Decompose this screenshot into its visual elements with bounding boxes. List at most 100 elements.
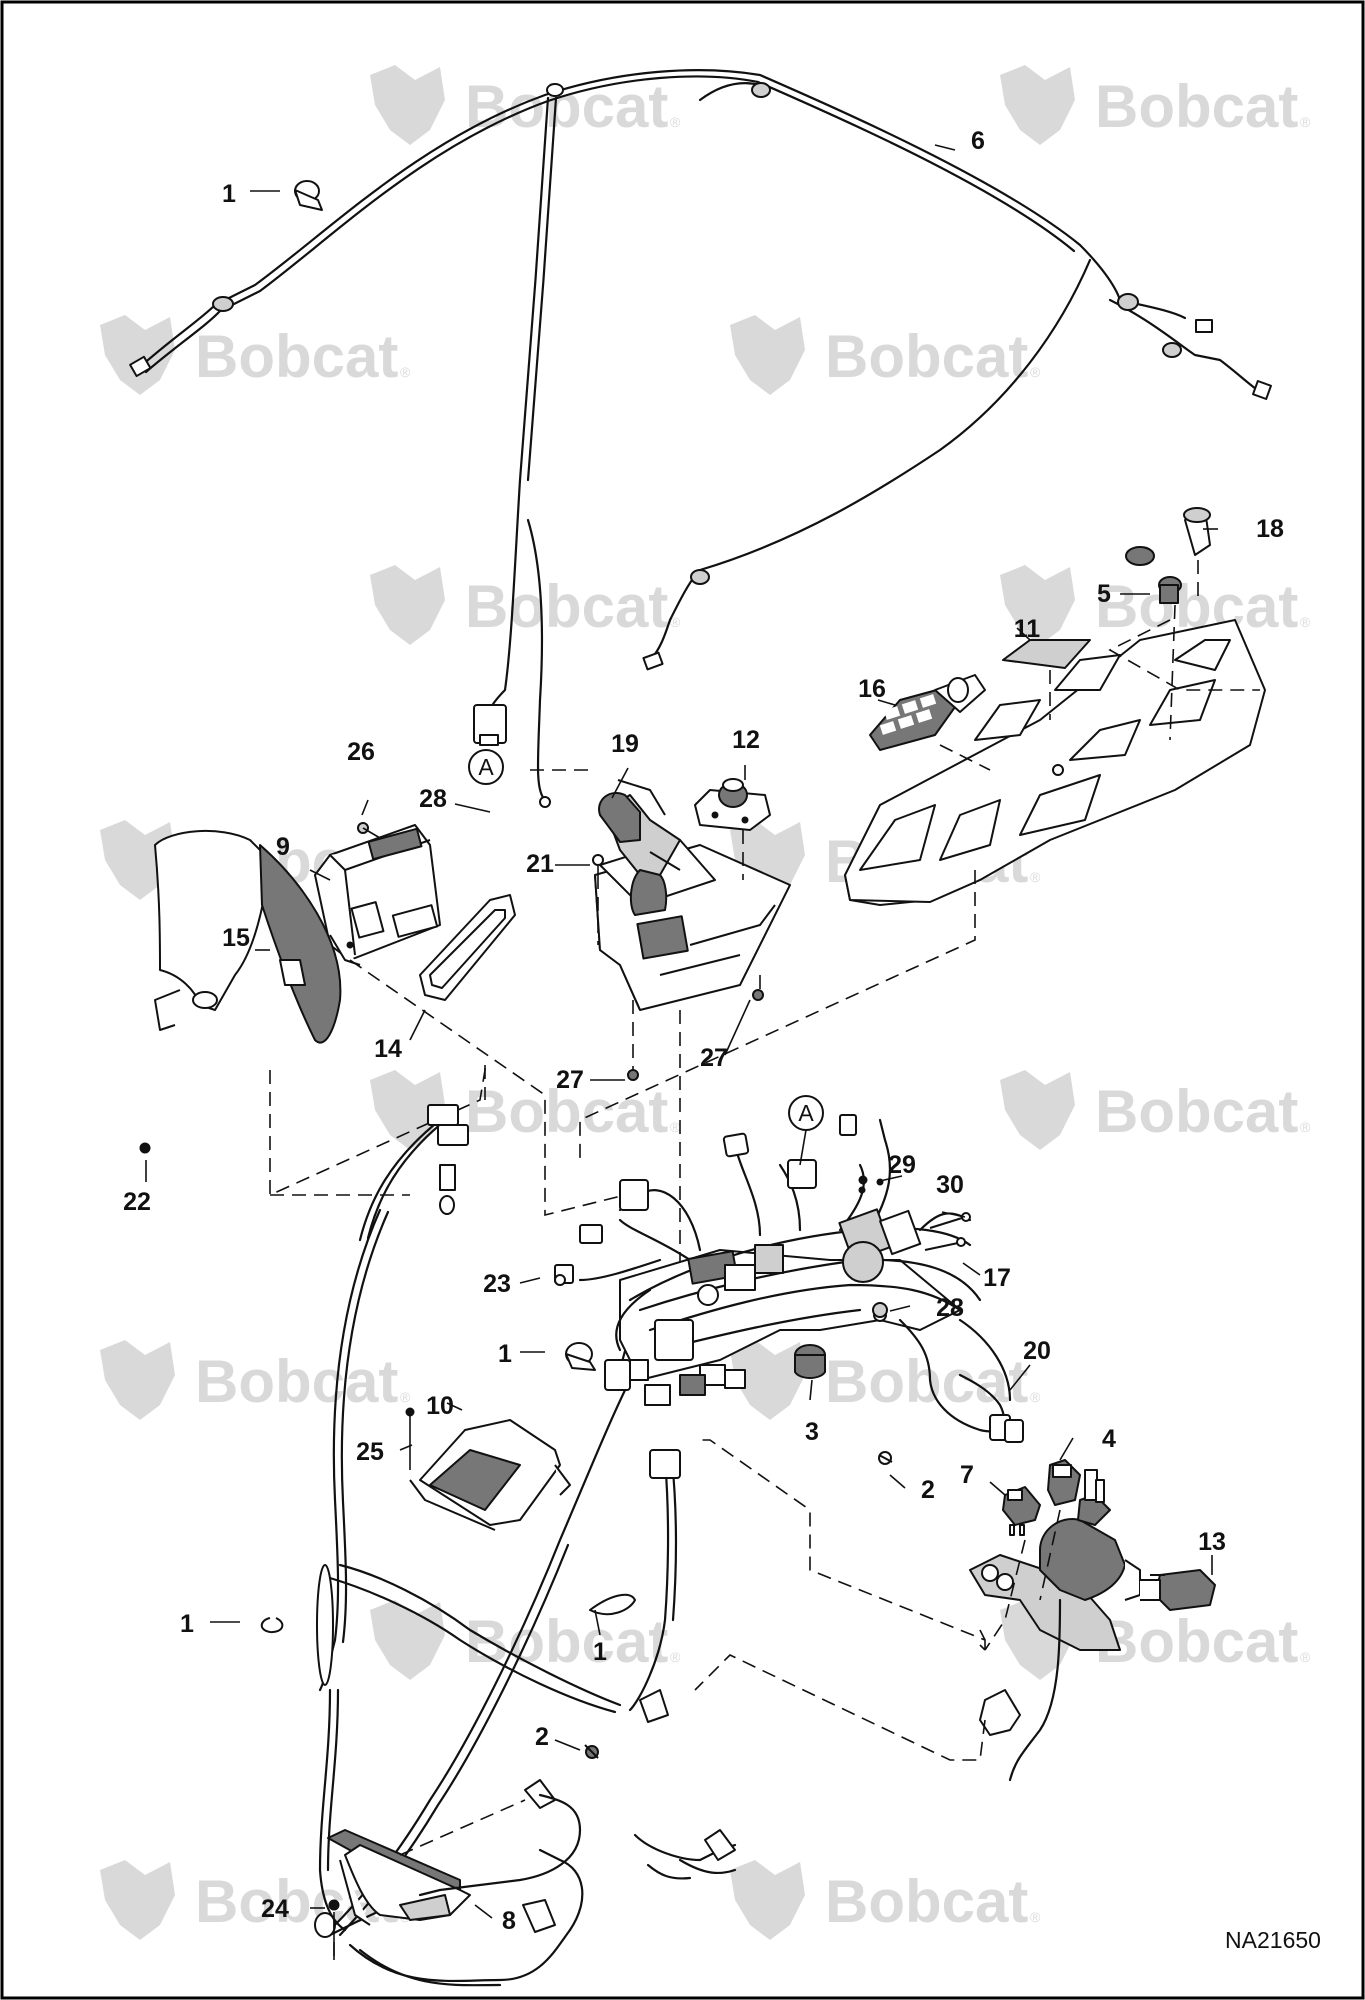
- watermark-trademark: ®: [670, 614, 681, 630]
- watermark-logo: Bobcat®: [1000, 1600, 1311, 1680]
- watermark-trademark: ®: [400, 1389, 411, 1405]
- callout-14: 14: [374, 1035, 402, 1063]
- connection-marker-harness: A: [788, 1095, 824, 1166]
- watermark-logo: Bobcat®: [1000, 1070, 1311, 1150]
- callout-5: 5: [1097, 580, 1111, 608]
- drawing-number: NA21650: [1225, 1927, 1321, 1953]
- watermark-logo: Bobcat®: [370, 1070, 681, 1150]
- display-dashed-leaders: [269, 959, 626, 1217]
- callout-9: 9: [276, 833, 290, 861]
- joystick-assembly: [592, 778, 791, 1081]
- watermark-text: Bobcat: [465, 73, 668, 140]
- watermark-logo: Bobcat®: [100, 315, 411, 395]
- watermark-text: Bobcat: [825, 1868, 1028, 1935]
- watermark-text: Bobcat: [195, 1348, 398, 1415]
- callout-24: 24: [261, 1895, 289, 1923]
- watermark-logo: Bobcat®: [370, 1600, 681, 1680]
- callout-11: 11: [1014, 615, 1041, 643]
- callout-1b: 1: [498, 1340, 512, 1368]
- watermark-trademark: ®: [1030, 364, 1041, 380]
- gasket: [419, 894, 516, 1001]
- steering-column-switch: [969, 1459, 1216, 1782]
- watermark-text: Bobcat: [465, 1608, 668, 1675]
- watermark-logo: Bobcat®: [730, 315, 1041, 395]
- svg-text:A: A: [798, 1100, 814, 1126]
- watermark-logo: Bobcat®: [1000, 65, 1311, 145]
- electronic-control-unit: [405, 1407, 571, 1531]
- display-screen: [259, 844, 342, 1044]
- callout-26: 26: [347, 738, 375, 766]
- watermark-text: Bobcat: [1095, 1608, 1298, 1675]
- console-dashed-leaders: [579, 560, 1260, 1165]
- watermark-trademark: ®: [670, 1649, 681, 1665]
- callout-1: 1: [222, 180, 236, 208]
- watermark-text: Bobcat: [1095, 1078, 1298, 1145]
- watermark-logo: Bobcat®: [100, 1340, 411, 1420]
- display-panel: [139, 830, 342, 1154]
- main-harness: [314, 1104, 1024, 1987]
- callout-6: 6: [971, 127, 985, 155]
- callout-8: 8: [502, 1907, 516, 1935]
- key-switch: [1125, 546, 1155, 566]
- clips: [260, 180, 893, 1759]
- watermark-logo: Bobcat®: [730, 1340, 1041, 1420]
- callout-22: 22: [123, 1188, 151, 1216]
- callout-12: 12: [732, 726, 760, 754]
- callout-28b: 28: [936, 1294, 964, 1322]
- callout-20: 20: [1023, 1337, 1051, 1365]
- callout-18: 18: [1256, 515, 1284, 543]
- svg-text:A: A: [478, 754, 494, 780]
- callout-1d: 1: [593, 1638, 607, 1666]
- display-bracket: [154, 830, 271, 1011]
- watermark-trademark: ®: [400, 364, 411, 380]
- watermark-logo: Bobcat®: [730, 1860, 1041, 1940]
- watermark-text: Bobcat: [1095, 73, 1298, 140]
- callout-3: 3: [805, 1418, 819, 1446]
- callout-2a: 2: [921, 1476, 935, 1504]
- overhead-harness: [129, 69, 1272, 808]
- callout-1c: 1: [180, 1610, 194, 1638]
- right-console: [844, 507, 1266, 906]
- callout-28a: 28: [419, 785, 447, 813]
- callout-leaders: [145, 144, 1218, 1919]
- cover-pad: [1002, 639, 1091, 669]
- callout-19: 19: [611, 730, 639, 758]
- watermark-trademark: ®: [1300, 114, 1311, 130]
- watermark-trademark: ®: [1030, 1909, 1041, 1925]
- watermark-trademark: ®: [1300, 614, 1311, 630]
- watermark-logo: Bobcat®: [370, 565, 681, 645]
- callout-2b: 2: [535, 1723, 549, 1751]
- callout-17: 17: [983, 1264, 1011, 1292]
- watermark-trademark: ®: [670, 1119, 681, 1135]
- callout-29: 29: [888, 1151, 916, 1179]
- callout-25: 25: [356, 1438, 384, 1466]
- callout-16: 16: [858, 675, 886, 703]
- callout-13: 13: [1198, 1528, 1226, 1556]
- callout-4: 4: [1102, 1425, 1116, 1453]
- callout-23: 23: [483, 1270, 511, 1298]
- callout-27b: 27: [700, 1044, 728, 1072]
- watermark-text: Bobcat: [465, 1078, 668, 1145]
- watermark-trademark: ®: [670, 114, 681, 130]
- watermark-logo: Bobcat®: [370, 65, 681, 145]
- control-switch: [694, 789, 771, 831]
- callout-7: 7: [960, 1461, 974, 1489]
- fasteners: [554, 1175, 971, 1286]
- watermark-trademark: ®: [1300, 1119, 1311, 1135]
- watermark-text: Bobcat: [465, 573, 668, 640]
- switch-dashed-leaders: [694, 1439, 1061, 1761]
- callout-27a: 27: [556, 1066, 584, 1094]
- connection-marker-top: A: [468, 749, 504, 785]
- watermark-logo: Bobcat®: [100, 1860, 411, 1940]
- watermark-logo: Bobcat®: [1000, 565, 1311, 645]
- callout-21: 21: [526, 850, 554, 878]
- callout-10: 10: [426, 1392, 454, 1420]
- callout-15: 15: [222, 924, 250, 952]
- watermark-text: Bobcat: [195, 323, 398, 390]
- watermark-trademark: ®: [1030, 869, 1041, 885]
- watermark-trademark: ®: [1300, 1649, 1311, 1665]
- watermark-text: Bobcat: [825, 323, 1028, 390]
